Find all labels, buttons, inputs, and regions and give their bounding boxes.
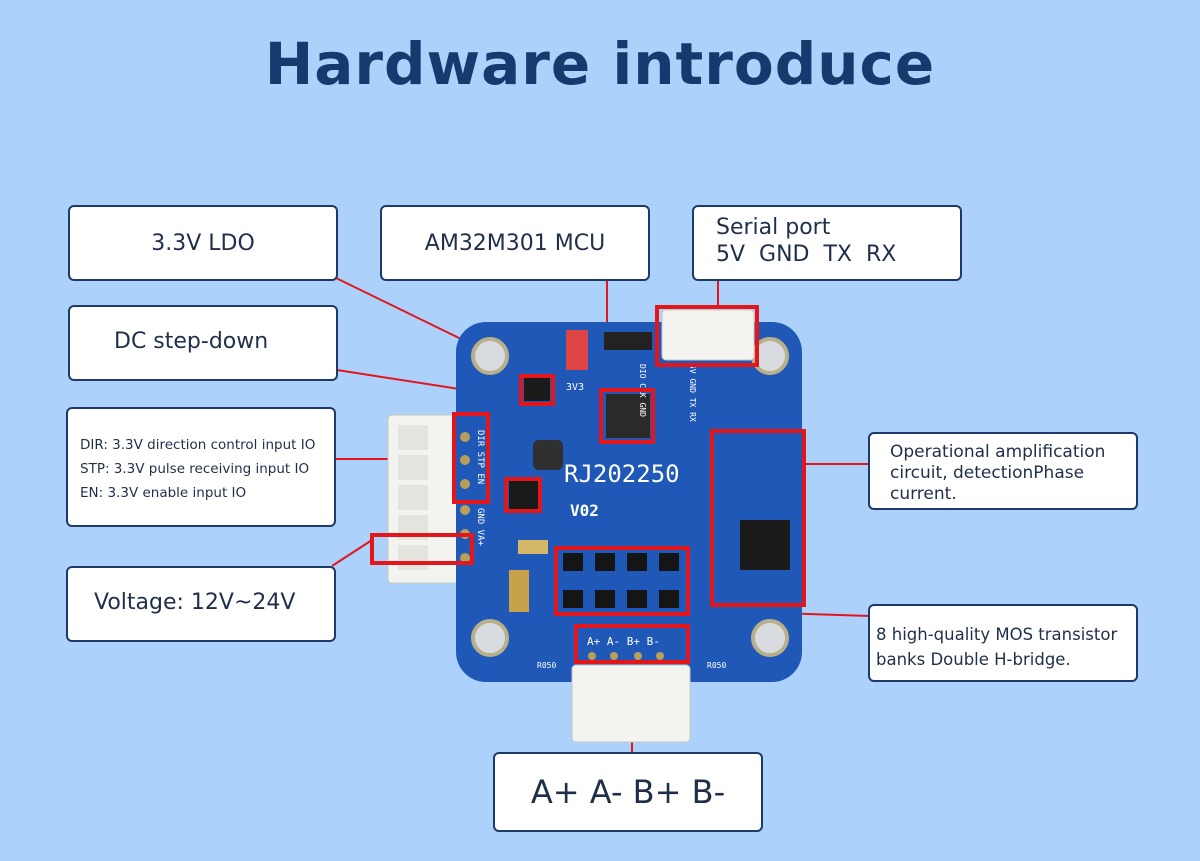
callout-voltage: Voltage: 12V~24V: [66, 566, 336, 642]
highlight-mcu: [599, 388, 655, 444]
page-title: Hardware introduce: [264, 30, 936, 98]
io-en-label: EN: 3.3V enable input IO: [80, 485, 247, 501]
serial-pins-label: 5V GND TX RX: [716, 242, 897, 267]
io-dir-label: DIR: 3.3V direction control input IO: [80, 437, 316, 453]
callout-dcdc: DC step-down: [68, 305, 338, 381]
inductor: [533, 440, 563, 470]
mount-hole: [751, 619, 789, 657]
motor-pins: [588, 652, 664, 660]
highlight-io: [452, 412, 490, 504]
silk-serial-pins: 5V GND TX RX: [688, 364, 697, 422]
highlight-motor: [574, 624, 690, 664]
mos-array: [563, 553, 679, 608]
opamp-label-2: circuit, detectionPhase: [890, 463, 1085, 483]
silk-r050-left: R050: [537, 661, 556, 670]
dcdc-label: DC step-down: [114, 329, 269, 354]
serial-connector: [661, 309, 755, 361]
mount-hole: [471, 619, 509, 657]
highlight-power: [370, 533, 474, 565]
silk-left-pins-2: GND VA+: [475, 508, 485, 547]
callout-mos: 8 high-quality MOS transistor banks Doub…: [868, 604, 1138, 682]
opamp-label-1: Operational amplification: [890, 442, 1106, 462]
board-name: RJ202250: [564, 460, 680, 488]
highlight-opamp: [710, 429, 806, 607]
callout-io: DIR: 3.3V direction control input IO STP…: [66, 407, 336, 527]
mount-hole: [471, 337, 509, 375]
silk-left-pins: DIR STP EN: [475, 430, 485, 484]
dcdc-chip: [509, 481, 539, 509]
serial-label: Serial port: [716, 215, 831, 240]
opamp-chip: [740, 520, 790, 570]
silk-3v3: 3V3: [566, 382, 584, 393]
silk-r050-right: R050: [707, 661, 726, 670]
callout-motor: A+ A- B+ B-: [493, 752, 763, 832]
io-connector: [387, 414, 461, 584]
mcu-label: AM32M301 MCU: [424, 230, 606, 256]
highlight-serial: [655, 305, 759, 367]
callout-mcu: AM32M301 MCU: [380, 205, 650, 281]
opamp-label-3: current.: [890, 484, 957, 504]
silk-motor-pins: A+ A- B+ B-: [587, 635, 660, 648]
ldo-chip: [524, 375, 550, 401]
highlight-frames: [370, 305, 806, 664]
voltage-label: Voltage: 12V~24V: [94, 590, 296, 615]
debug-header: [604, 332, 652, 350]
mos-label-1: 8 high-quality MOS transistor: [876, 625, 1118, 644]
io-stp-label: STP: 3.3V pulse receiving input IO: [80, 461, 310, 477]
ldo-label: 3.3V LDO: [151, 230, 255, 256]
capacitor: [518, 540, 548, 554]
highlight-ldo: [519, 374, 555, 406]
pcb: [456, 322, 802, 682]
line-voltage: [331, 539, 373, 567]
highlight-dcdc: [504, 477, 542, 513]
motor-label: A+ A- B+ B-: [530, 773, 726, 811]
mcu-chip: [606, 394, 650, 438]
highlight-mos: [554, 546, 690, 616]
callout-serial: Serial port 5V GND TX RX: [692, 205, 962, 281]
motor-connector: [571, 664, 691, 743]
capacitor: [509, 570, 529, 612]
callout-opamp: Operational amplification circuit, detec…: [868, 432, 1138, 510]
callout-ldo: 3.3V LDO: [68, 205, 338, 281]
board-version: V02: [570, 501, 599, 520]
mos-label-2: banks Double H-bridge.: [876, 650, 1071, 669]
jumper: [566, 330, 588, 370]
